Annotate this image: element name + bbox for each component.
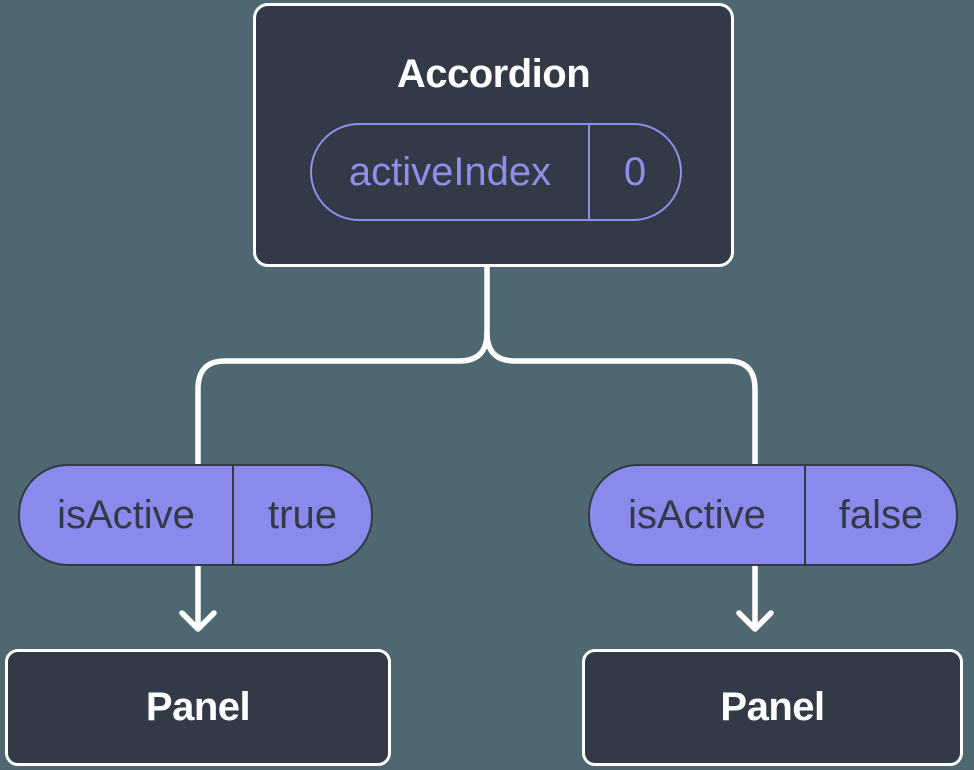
prop-name-label: isActive: [590, 466, 806, 564]
arrowhead-right: [736, 610, 774, 632]
state-name-label: activeIndex: [312, 125, 590, 219]
prop-value-label: true: [268, 492, 337, 537]
accordion-node-title: Accordion: [396, 52, 591, 96]
panel-node-right: Panel: [582, 649, 963, 766]
panel-node-left: Panel: [5, 649, 391, 766]
prop-value-label: false: [838, 492, 924, 537]
arrowhead-left: [179, 610, 217, 632]
prop-name-label: isActive: [20, 466, 234, 564]
is-active-pill-left: isActive true: [18, 464, 373, 566]
connector-group: [179, 261, 774, 632]
accordion-node: Accordion activeIndex 0: [253, 3, 734, 267]
state-value-label: 0: [623, 149, 647, 194]
panel-node-title: Panel: [720, 685, 825, 729]
active-index-state-pill: activeIndex 0: [310, 123, 682, 221]
connector-branch-left: [195, 330, 490, 469]
connector-branch-right: [484, 330, 758, 469]
panel-node-title: Panel: [145, 685, 251, 729]
is-active-pill-right: isActive false: [588, 464, 958, 566]
